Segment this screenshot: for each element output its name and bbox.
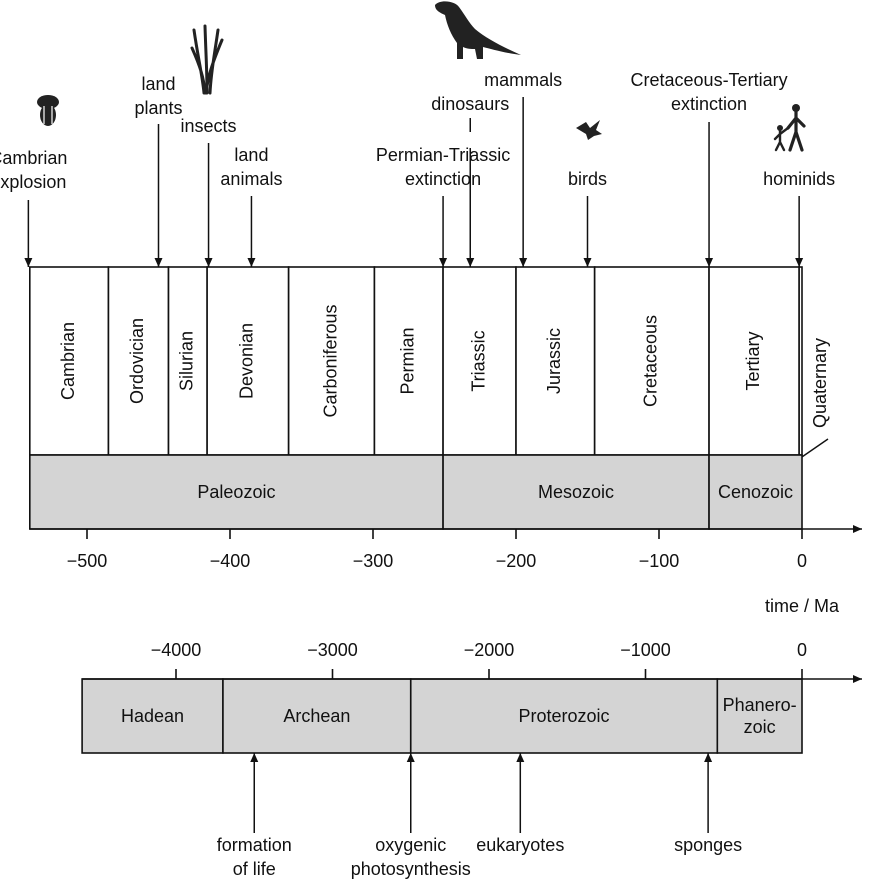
eon-box-phanero-zoic bbox=[716, 678, 803, 754]
event-sponges-label-line-1: sponges bbox=[674, 835, 742, 855]
trilobite-head bbox=[37, 95, 59, 109]
axis-tick-label-0: 0 bbox=[797, 551, 807, 571]
period-box-quaternary bbox=[798, 266, 803, 456]
event-formation-of-life-label-line-1: formation bbox=[217, 835, 292, 855]
period-label-permian: Permian bbox=[398, 327, 418, 394]
dinosaur-icon bbox=[435, 1, 521, 59]
plant-icon bbox=[190, 24, 224, 95]
bird-body bbox=[576, 120, 602, 140]
event-land-plants-label-line-1: land bbox=[141, 74, 175, 94]
event-hominids-label-line-1: hominids bbox=[763, 169, 835, 189]
period-box-carboniferous bbox=[287, 266, 376, 456]
event-land-plants-label-line-2: plants bbox=[134, 98, 182, 118]
period-box-ordovician bbox=[107, 266, 170, 456]
eon-axis-tick-label-2000: −2000 bbox=[464, 640, 515, 660]
hominid-child-body bbox=[773, 126, 790, 152]
quaternary-leader-line bbox=[798, 438, 829, 460]
eon-label-archean-line-1: Archean bbox=[283, 706, 350, 726]
period-label-ordovician: Ordovician bbox=[127, 318, 147, 404]
eon-axis-tick-label-1000: −1000 bbox=[620, 640, 671, 660]
period-box-cambrian bbox=[28, 266, 110, 456]
eon-label-proterozoic-line-1: Proterozoic bbox=[519, 706, 610, 726]
period-label-carboniferous: Carboniferous bbox=[320, 304, 340, 417]
eon-axis-tick-label-4000: −4000 bbox=[151, 640, 202, 660]
period-label-cambrian: Cambrian bbox=[58, 322, 78, 400]
event-permian-triassic-extinction-label-line-2: extinction bbox=[405, 169, 481, 189]
eon-axis-tick-label-3000: −3000 bbox=[307, 640, 358, 660]
period-label-devonian: Devonian bbox=[237, 323, 257, 399]
eon-box-proterozoic bbox=[409, 678, 719, 754]
era-label-paleozoic: Paleozoic bbox=[197, 482, 275, 502]
event-eukaryotes-label-line-1: eukaryotes bbox=[476, 835, 564, 855]
axis-tick-label-300: −300 bbox=[353, 551, 394, 571]
event-mammals-label-line-1: mammals bbox=[484, 70, 562, 90]
axis-tick-label-400: −400 bbox=[210, 551, 251, 571]
era-label-mesozoic: Mesozoic bbox=[538, 482, 614, 502]
event-cretaceous-tertiary-extinction-label-line-2: extinction bbox=[671, 94, 747, 114]
hominid-adult-head bbox=[792, 104, 800, 112]
axis-tick-label-500: −500 bbox=[67, 551, 108, 571]
event-dinosaurs-label-line-1: dinosaurs bbox=[431, 94, 509, 114]
period-label-tertiary: Tertiary bbox=[743, 331, 763, 390]
era-label-cenozoic: Cenozoic bbox=[718, 482, 793, 502]
eon-box-hadean bbox=[81, 678, 224, 754]
plant-stems bbox=[190, 24, 224, 95]
eon-label-phanero-zoic-line-1: Phanero- bbox=[723, 695, 797, 715]
event-cambrian-explosion-label-line-2: explosion bbox=[0, 172, 66, 192]
period-label-triassic: Triassic bbox=[468, 330, 488, 391]
event-land-animals-label-line-2: animals bbox=[220, 169, 282, 189]
axis-tick-label-100: −100 bbox=[639, 551, 680, 571]
eon-label-phanero-zoic-line-2: zoic bbox=[744, 717, 776, 737]
period-label-cretaceous: Cretaceous bbox=[641, 315, 661, 407]
earth-history-timeline: Hadean Archean Proterozoic Phanero-zoic −400… bbox=[81, 640, 862, 879]
hominid-adult-body bbox=[786, 110, 806, 152]
event-birds-label-line-1: birds bbox=[568, 169, 607, 189]
eon-label-hadean-line-1: Hadean bbox=[121, 706, 184, 726]
event-land-animals-label-line-1: land bbox=[234, 145, 268, 165]
trilobite-body bbox=[40, 104, 56, 126]
event-cretaceous-tertiary-extinction-label-line-1: Cretaceous-Tertiary bbox=[631, 70, 788, 90]
event-insects-label-line-1: insects bbox=[181, 116, 237, 136]
hominid-icon bbox=[773, 104, 806, 152]
eon-axis-tick-label-0: 0 bbox=[797, 640, 807, 660]
period-box-jurassic bbox=[515, 266, 596, 456]
event-oxygenic-photosynthesis-label-line-1: oxygenic bbox=[375, 835, 446, 855]
period-label-silurian: Silurian bbox=[177, 331, 197, 391]
period-box-tertiary bbox=[708, 266, 800, 456]
axis-tick-label-200: −200 bbox=[496, 551, 537, 571]
event-cambrian-explosion-label-line-1: Cambrian bbox=[0, 148, 67, 168]
event-oxygenic-photosynthesis-label-line-2: photosynthesis bbox=[351, 859, 471, 879]
axis-unit-label: time / Ma bbox=[765, 596, 840, 616]
trilobite-icon bbox=[37, 95, 59, 126]
period-label-jurassic: Jurassic bbox=[544, 328, 564, 394]
event-permian-triassic-extinction-label-line-1: Permian-Triassic bbox=[376, 145, 510, 165]
bird-icon bbox=[576, 120, 602, 140]
event-formation-of-life-label-line-2: of life bbox=[233, 859, 276, 879]
hominid-child-head bbox=[777, 125, 783, 131]
dinosaur-body bbox=[435, 1, 521, 59]
trilobite-lobes bbox=[43, 106, 53, 124]
period-box-permian bbox=[373, 266, 444, 456]
period-label-quaternary: Quaternary bbox=[810, 338, 830, 428]
eon-box-archean bbox=[222, 678, 412, 754]
era-box-mesozoic bbox=[442, 454, 710, 530]
period-box-devonian bbox=[206, 266, 290, 456]
